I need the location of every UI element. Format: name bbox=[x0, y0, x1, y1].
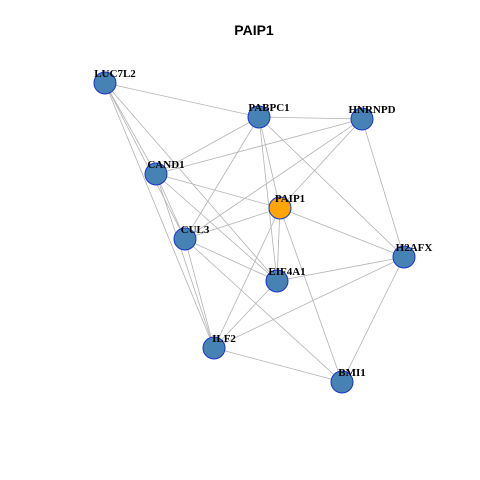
node-cul3 bbox=[173, 227, 197, 251]
node-bmi1 bbox=[330, 370, 354, 394]
node-hnrnpd bbox=[350, 107, 374, 131]
graph-title: PAIP1 bbox=[234, 22, 274, 38]
edge-hnrnpd-cul3 bbox=[184, 118, 363, 240]
edge-luc7l2-ilf2 bbox=[104, 82, 215, 349]
edge-cul3-bmi1 bbox=[184, 238, 343, 383]
edge-hnrnpd-paip1 bbox=[279, 118, 363, 209]
node-paip1 bbox=[268, 196, 292, 220]
node-label-h2afx: H2AFX bbox=[396, 242, 433, 254]
node-label-hnrnpd: HNRNPD bbox=[348, 104, 395, 116]
edge-ilf2-bmi1 bbox=[213, 347, 343, 383]
edge-luc7l2-eif4a1 bbox=[104, 82, 278, 282]
edge-pabpc1-cul3 bbox=[184, 116, 260, 240]
edge-cand1-eif4a1 bbox=[155, 173, 278, 282]
edge-hnrnpd-h2afx bbox=[361, 118, 405, 258]
edge-cul3-eif4a1 bbox=[184, 238, 278, 282]
nodes-layer bbox=[93, 71, 416, 394]
edge-pabpc1-paip1 bbox=[258, 116, 281, 209]
edge-pabpc1-hnrnpd bbox=[258, 116, 363, 120]
node-label-pabpc1: PABPC1 bbox=[248, 102, 289, 114]
edge-cand1-cul3 bbox=[155, 173, 186, 240]
edge-eif4a1-ilf2 bbox=[213, 280, 278, 349]
node-label-luc7l2: LUC7L2 bbox=[94, 68, 136, 80]
node-label-eif4a1: EIF4A1 bbox=[268, 266, 305, 278]
node-ilf2 bbox=[202, 336, 226, 360]
edge-pabpc1-cand1 bbox=[155, 116, 260, 175]
edge-eif4a1-h2afx bbox=[276, 256, 405, 282]
edge-paip1-ilf2 bbox=[213, 207, 281, 349]
edge-luc7l2-cul3 bbox=[104, 82, 186, 240]
edge-pabpc1-h2afx bbox=[258, 116, 405, 258]
node-label-ilf2: ILF2 bbox=[212, 333, 236, 345]
edge-paip1-bmi1 bbox=[279, 207, 343, 383]
node-label-paip1: PAIP1 bbox=[275, 193, 305, 205]
edge-h2afx-ilf2 bbox=[213, 256, 405, 349]
edge-cul3-ilf2 bbox=[184, 238, 215, 349]
node-pabpc1 bbox=[247, 105, 271, 129]
edge-cand1-ilf2 bbox=[155, 173, 215, 349]
edge-paip1-cul3 bbox=[184, 207, 281, 240]
edge-paip1-h2afx bbox=[279, 207, 405, 258]
edge-luc7l2-pabpc1 bbox=[104, 82, 260, 118]
edge-h2afx-bmi1 bbox=[341, 256, 405, 383]
edge-luc7l2-cand1 bbox=[104, 82, 157, 175]
node-label-cul3: CUL3 bbox=[181, 224, 210, 236]
node-cand1 bbox=[144, 162, 168, 186]
node-h2afx bbox=[392, 245, 416, 269]
edge-hnrnpd-cand1 bbox=[155, 118, 363, 175]
node-eif4a1 bbox=[265, 269, 289, 293]
edge-cand1-paip1 bbox=[155, 173, 281, 209]
node-luc7l2 bbox=[93, 71, 117, 95]
node-label-bmi1: BMI1 bbox=[338, 367, 366, 379]
node-label-cand1: CAND1 bbox=[147, 159, 184, 171]
edge-paip1-eif4a1 bbox=[276, 207, 281, 282]
edges-layer bbox=[104, 82, 405, 383]
edge-pabpc1-eif4a1 bbox=[258, 116, 278, 282]
